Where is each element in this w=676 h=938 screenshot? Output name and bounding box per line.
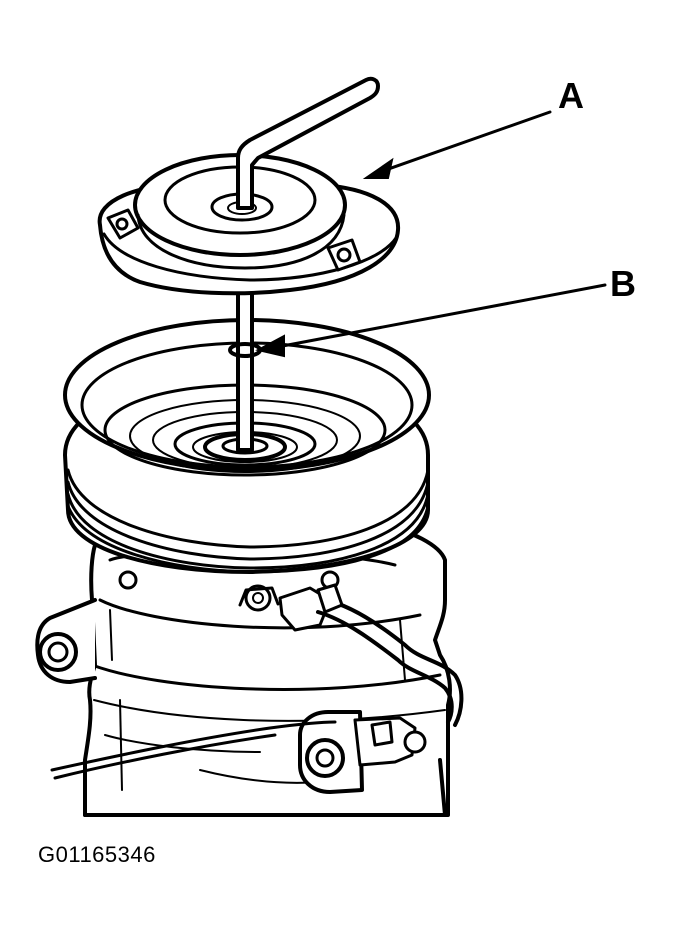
callout-a: A	[362, 75, 584, 179]
figure-id: G01165346	[38, 842, 156, 867]
body-base	[83, 758, 447, 817]
right-mounting-ear	[298, 710, 427, 794]
shaft	[236, 268, 254, 452]
wire-harness	[50, 583, 464, 780]
shim	[228, 342, 262, 358]
callout-a-letter: A	[558, 75, 584, 116]
hex-wrench	[236, 76, 380, 210]
callout-b: B	[255, 263, 636, 358]
callout-b-letter: B	[610, 263, 636, 304]
left-mounting-ear	[35, 598, 97, 684]
